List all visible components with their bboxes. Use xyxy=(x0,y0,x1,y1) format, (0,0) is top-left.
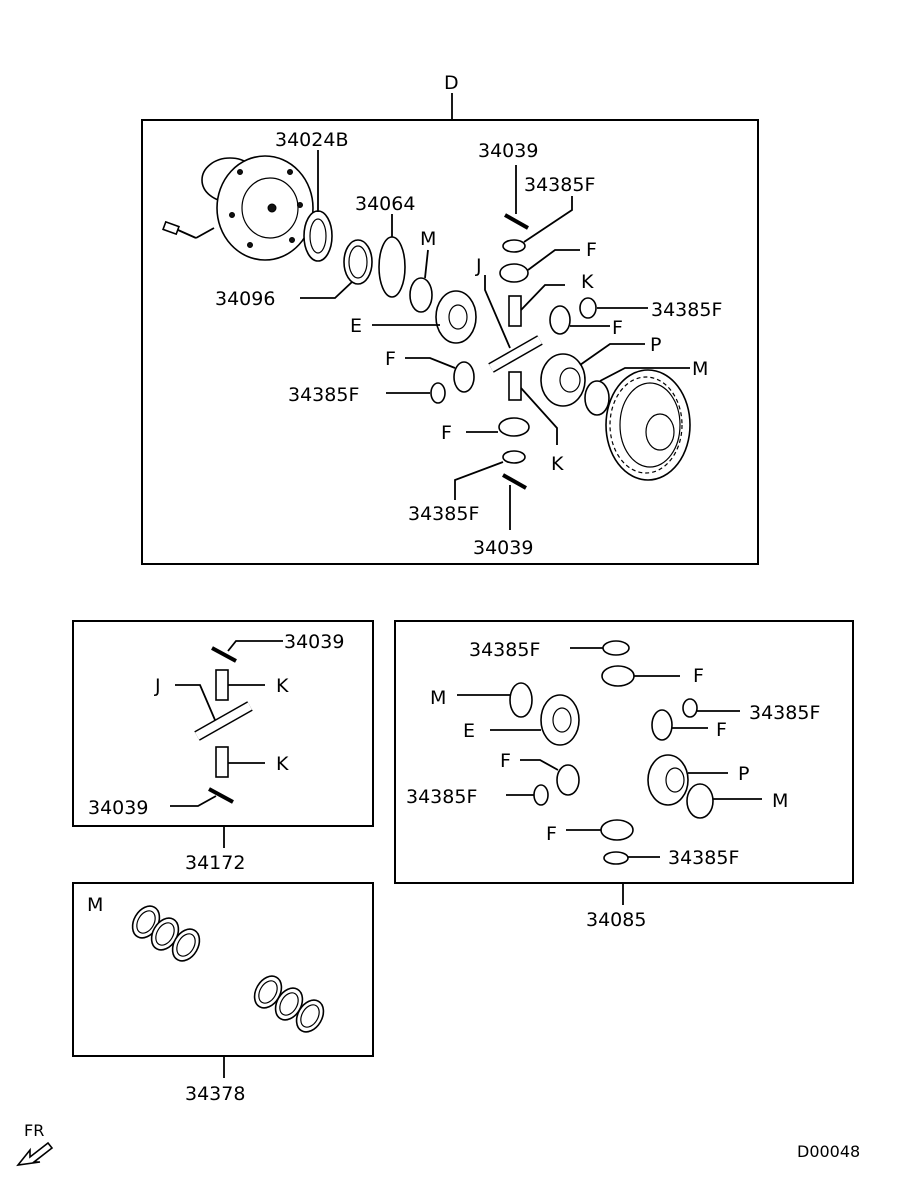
ring-gear[interactable] xyxy=(605,369,691,481)
label-p: P xyxy=(650,334,661,356)
label-k-bottom: K xyxy=(276,753,289,775)
label-f-right: F xyxy=(612,317,623,339)
side-gear-e[interactable] xyxy=(435,290,477,344)
label-f-2: F xyxy=(716,719,727,741)
washer-34385f-3[interactable] xyxy=(533,784,549,806)
washer-34385f-top[interactable] xyxy=(502,239,526,253)
thrust-washer-m-1[interactable] xyxy=(509,682,533,718)
label-m: M xyxy=(87,894,103,916)
pinion-gear-f-top[interactable] xyxy=(499,263,529,283)
pinion-gear-f-bottom[interactable] xyxy=(498,417,530,437)
kit-34085-box xyxy=(394,620,854,884)
label-k-bottom: K xyxy=(551,453,564,475)
label-f-3: F xyxy=(500,750,511,772)
label-34385f-1: 34385F xyxy=(469,639,540,661)
label-f-4: F xyxy=(546,823,557,845)
pinion-gear-f-left[interactable] xyxy=(453,361,475,393)
label-34385f-4: 34385F xyxy=(668,847,739,869)
pinion-shaft-j[interactable] xyxy=(488,335,543,373)
washer-34385f-1[interactable] xyxy=(602,640,630,656)
kit-34172-box xyxy=(72,620,374,827)
thrust-washer-set-left[interactable] xyxy=(127,901,205,965)
label-k-top: K xyxy=(581,271,594,293)
diagram-code: D00048 xyxy=(797,1142,860,1161)
label-p: P xyxy=(738,763,749,785)
main-assembly-box xyxy=(141,119,759,565)
label-m-top: M xyxy=(420,228,436,250)
label-34385f-top: 34385F xyxy=(524,174,595,196)
bearing-34024b[interactable] xyxy=(303,210,333,262)
label-34085: 34085 xyxy=(586,909,646,931)
label-m-right: M xyxy=(692,358,708,380)
kit-34378: 34378 M xyxy=(72,882,374,1105)
label-e: E xyxy=(463,720,475,742)
label-34378: 34378 xyxy=(185,1083,245,1105)
thrust-washer-m-2[interactable] xyxy=(686,783,714,819)
pinion-gear-f-3[interactable] xyxy=(556,764,580,796)
lock-pin-bottom[interactable] xyxy=(208,787,234,804)
lock-pin-top[interactable] xyxy=(211,646,237,663)
label-34385f-3: 34385F xyxy=(406,786,477,808)
label-f-left: F xyxy=(385,348,396,370)
label-34039-top: 34039 xyxy=(284,631,344,653)
lock-pin-bottom[interactable] xyxy=(502,473,527,490)
pinion-shaft-j[interactable] xyxy=(194,701,253,741)
washer-34385f-4[interactable] xyxy=(603,851,629,865)
label-34064: 34064 xyxy=(355,193,415,215)
kit-34085: 34085 34385F F M E 34385F F F P xyxy=(394,620,854,931)
label-34385f-right: 34385F xyxy=(651,299,722,321)
label-f-1: F xyxy=(693,665,704,687)
pinion-gear-f-4[interactable] xyxy=(600,819,634,841)
pinion-gear-f-right[interactable] xyxy=(549,305,571,335)
side-gear-p[interactable] xyxy=(540,353,586,407)
label-f-top: F xyxy=(586,239,597,261)
label-34385f-2: 34385F xyxy=(749,702,820,724)
kit-34172: 34172 34039 K J K 34039 xyxy=(72,620,374,874)
thrust-washer-m-right[interactable] xyxy=(584,380,610,416)
label-k-top: K xyxy=(276,675,289,697)
label-34385f-left: 34385F xyxy=(288,384,359,406)
label-34039-bottom: 34039 xyxy=(473,537,533,559)
label-34024b: 34024B xyxy=(275,129,348,151)
block-k-bottom[interactable] xyxy=(508,371,522,401)
block-k-top[interactable] xyxy=(215,669,229,701)
pinion-gear-f-2[interactable] xyxy=(651,709,673,741)
ring-34064[interactable] xyxy=(378,236,406,298)
kit-34378-box xyxy=(72,882,374,1057)
label-34385f-bottom: 34385F xyxy=(408,503,479,525)
label-j: J xyxy=(154,675,161,697)
thrust-washer-m-top[interactable] xyxy=(409,277,433,313)
label-f-bottom: F xyxy=(441,422,452,444)
thrust-washer-set-right[interactable] xyxy=(249,971,329,1036)
front-indicator-label: FR xyxy=(24,1121,44,1140)
label-m-2: M xyxy=(772,790,788,812)
block-k-bottom[interactable] xyxy=(215,746,229,778)
label-34172: 34172 xyxy=(185,852,245,874)
side-gear-e[interactable] xyxy=(540,694,580,746)
pinion-gear-f-1[interactable] xyxy=(601,665,635,687)
footer: FR D00048 xyxy=(16,1121,860,1167)
washer-34385f-2[interactable] xyxy=(682,698,698,718)
label-d: D xyxy=(444,72,459,94)
label-e: E xyxy=(350,315,362,337)
label-j: J xyxy=(475,255,482,277)
front-arrow-icon xyxy=(16,1141,54,1167)
washer-34385f-bottom[interactable] xyxy=(502,450,526,464)
block-k-top[interactable] xyxy=(508,295,522,327)
label-34096: 34096 xyxy=(215,288,275,310)
lock-pin-top[interactable] xyxy=(504,213,529,230)
label-34039-bottom: 34039 xyxy=(88,797,148,819)
seal-34096[interactable] xyxy=(343,239,373,285)
differential-case[interactable] xyxy=(162,155,314,261)
washer-34385f-right[interactable] xyxy=(579,297,597,319)
side-gear-p[interactable] xyxy=(647,754,689,806)
label-34039-top: 34039 xyxy=(478,140,538,162)
main-assembly: D 34024B 34096 xyxy=(141,72,759,565)
label-m-1: M xyxy=(430,687,446,709)
washer-34385f-left[interactable] xyxy=(430,382,446,404)
